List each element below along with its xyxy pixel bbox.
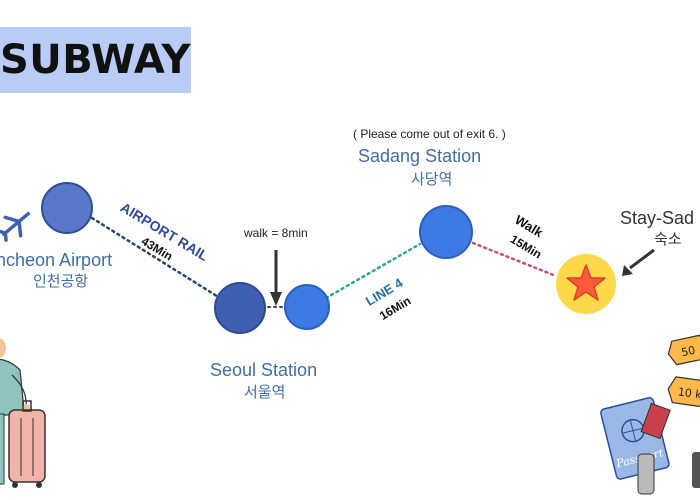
station-stay-name-ko: 숙소 xyxy=(654,231,682,248)
destination-arrow-icon xyxy=(622,248,655,276)
station-seoul-name-en: Seoul Station xyxy=(210,360,318,380)
station-incheon-name-ko: 인천공항 xyxy=(33,273,89,290)
line4-line xyxy=(324,242,422,300)
title-banner xyxy=(0,27,191,93)
station-seoul-name-ko: 서울역 xyxy=(244,384,286,401)
star-icon xyxy=(566,264,606,301)
station-incheon-name-en: ncheon Airport xyxy=(0,250,113,270)
station-seoul-node-1 xyxy=(214,282,266,334)
station-seoul-node-2 xyxy=(284,284,330,330)
station-sadang-name-ko: 사당역 xyxy=(411,171,453,188)
airplane-icon xyxy=(0,211,31,242)
travel-items-illustration: 50 10 k Passport xyxy=(600,334,700,495)
traveler-illustration xyxy=(0,338,46,488)
station-sadang-node xyxy=(419,205,473,259)
station-stay-name-en: Stay-Sad xyxy=(620,208,695,228)
walk-line xyxy=(471,241,558,278)
station-sadang-name-en: Sadang Station xyxy=(358,146,482,166)
page-title: SUBWAY xyxy=(0,37,192,83)
sadang-exit-note: ( Please come out of exit 6. ) xyxy=(353,127,506,141)
coin-top-label: 50 xyxy=(680,344,696,360)
transfer-arrow-icon xyxy=(270,250,282,306)
coin-bottom-label: 10 k xyxy=(677,385,700,401)
airport-rail-line xyxy=(90,216,222,300)
transfer-walk-label: walk = 8min xyxy=(244,226,308,240)
station-incheon-node xyxy=(41,182,93,234)
